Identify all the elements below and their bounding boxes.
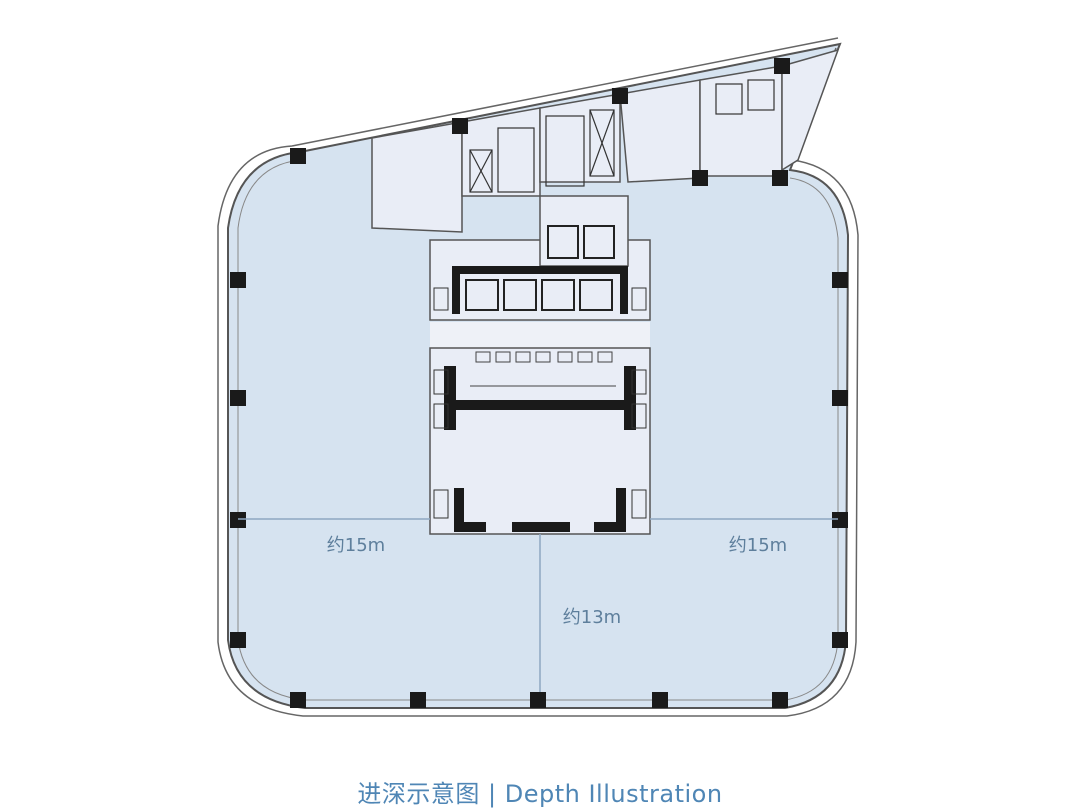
core-upper xyxy=(429,195,651,321)
right-depth-label: 约15m xyxy=(729,535,787,556)
core-corridor xyxy=(430,322,650,348)
core-lower xyxy=(429,347,651,535)
structural-columns xyxy=(230,58,848,708)
depth-lines xyxy=(238,518,838,692)
north-shafts xyxy=(469,79,775,193)
diagram-caption: 进深示意图 | Depth Illustration xyxy=(357,780,723,808)
bottom-depth-label: 约13m xyxy=(563,607,621,628)
left-depth-label: 约15m xyxy=(327,535,385,556)
north-service-rooms xyxy=(371,48,840,233)
curtain-wall-outer xyxy=(217,37,859,717)
